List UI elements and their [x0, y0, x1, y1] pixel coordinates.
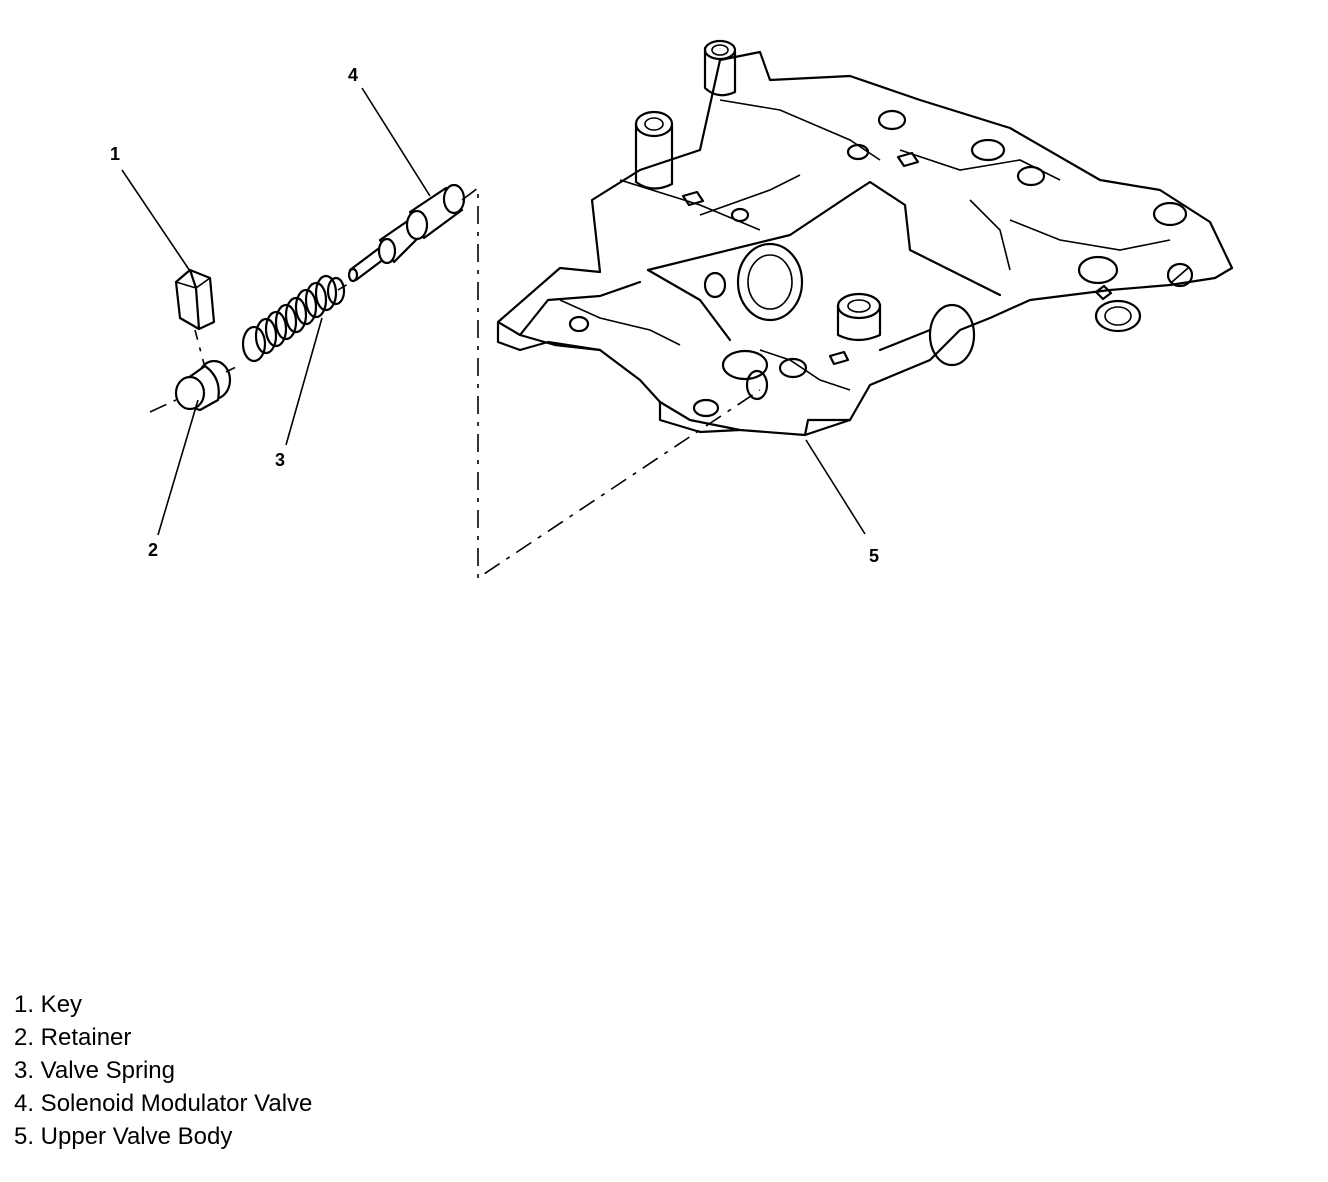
- legend-item: 5. Upper Valve Body: [14, 1123, 233, 1150]
- legend-item: 2. Retainer: [14, 1024, 132, 1051]
- legend-item: 3. Valve Spring: [14, 1057, 175, 1084]
- callout-5: 5: [869, 546, 879, 566]
- callout-4: 4: [348, 65, 358, 85]
- leader-lines: [121, 87, 866, 536]
- callout-3: 3: [275, 450, 285, 470]
- callout-2: 2: [148, 540, 158, 560]
- retainer: [174, 359, 232, 412]
- parts-legend: 1. Key 2. Retainer 3. Valve Spring 4. So…: [14, 988, 312, 1153]
- exploded-view-diagram: 1 2 3 4 5: [110, 39, 1234, 580]
- legend-item: 4. Solenoid Modulator Valve: [14, 1090, 313, 1117]
- upper-valve-body: [496, 39, 1234, 437]
- assembly-centerlines: [149, 186, 761, 580]
- legend-item: 1. Key: [14, 991, 83, 1018]
- valve-spring: [241, 274, 346, 363]
- solenoid-modulator-valve: [347, 183, 466, 283]
- callout-labels: 1 2 3 4 5: [110, 65, 879, 566]
- key: [174, 268, 216, 331]
- callout-1: 1: [110, 144, 120, 164]
